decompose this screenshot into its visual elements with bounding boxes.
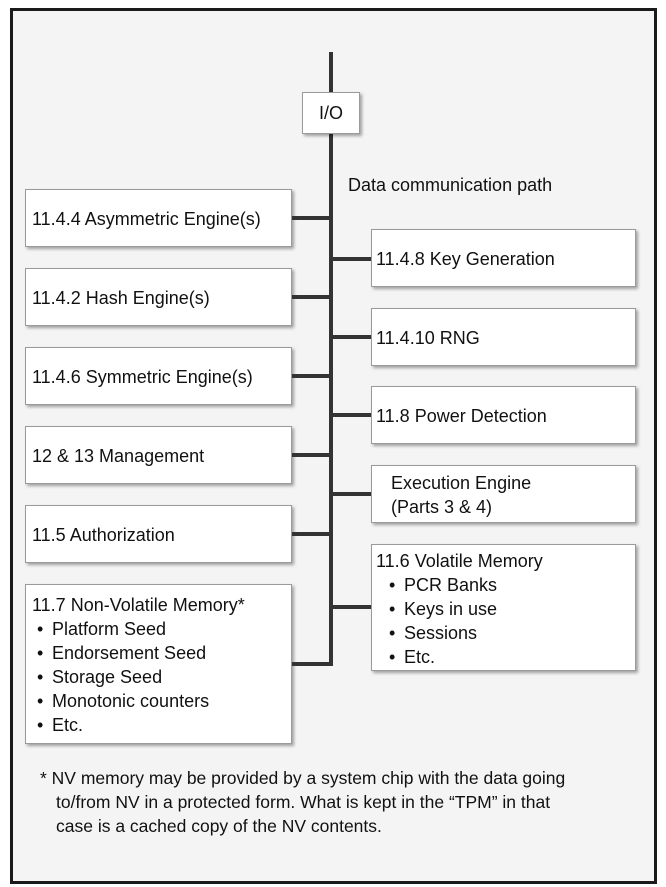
data-bus-line bbox=[329, 52, 333, 666]
power-detection-box: 11.8 Power Detection bbox=[371, 386, 636, 444]
symmetric-engine-box: 11.4.6 Symmetric Engine(s) bbox=[25, 347, 292, 405]
list-item: Platform Seed bbox=[32, 617, 291, 641]
non-volatile-memory-list: Platform Seed Endorsement Seed Storage S… bbox=[32, 617, 291, 737]
list-item: Sessions bbox=[384, 621, 635, 645]
bus-label: Data communication path bbox=[348, 175, 553, 195]
execution-engine-title: Execution Engine bbox=[391, 473, 532, 493]
hash-engine-title: 11.4.2 Hash Engine(s) bbox=[32, 288, 210, 308]
non-volatile-memory-connector bbox=[292, 662, 332, 666]
power-detection-title: 11.8 Power Detection bbox=[376, 406, 547, 426]
list-item: Storage Seed bbox=[32, 665, 291, 689]
symmetric-engine-title: 11.4.6 Symmetric Engine(s) bbox=[32, 367, 253, 387]
io-box: I/O bbox=[302, 92, 360, 134]
list-item: PCR Banks bbox=[384, 573, 635, 597]
list-item: Etc. bbox=[384, 645, 635, 669]
volatile-memory-title: 11.6 Volatile Memory bbox=[376, 551, 543, 571]
symmetric-engine-connector bbox=[292, 374, 332, 378]
management-title: 12 & 13 Management bbox=[32, 446, 205, 466]
list-item: Etc. bbox=[32, 713, 291, 737]
authorization-box: 11.5 Authorization bbox=[25, 505, 292, 563]
footnote: * NV memory may be provided by a system … bbox=[40, 766, 640, 838]
volatile-memory-list: PCR Banks Keys in use Sessions Etc. bbox=[376, 573, 635, 669]
execution-engine-box: Execution Engine (Parts 3 & 4) bbox=[371, 465, 636, 523]
asymmetric-engine-box: 11.4.4 Asymmetric Engine(s) bbox=[25, 189, 292, 247]
footnote-line: * NV memory may be provided by a system … bbox=[40, 768, 566, 788]
footnote-line: case is a cached copy of the NV contents… bbox=[56, 816, 382, 836]
authorization-title: 11.5 Authorization bbox=[32, 525, 175, 545]
execution-engine-connector bbox=[329, 492, 371, 496]
power-detection-connector bbox=[329, 413, 371, 417]
asymmetric-engine-title: 11.4.4 Asymmetric Engine(s) bbox=[32, 209, 261, 229]
non-volatile-memory-title: 11.7 Non-Volatile Memory* bbox=[32, 595, 245, 615]
execution-engine-subtitle: (Parts 3 & 4) bbox=[391, 497, 493, 517]
list-item: Endorsement Seed bbox=[32, 641, 291, 665]
footnote-line: to/from NV in a protected form. What is … bbox=[56, 792, 551, 812]
key-generation-title: 11.4.8 Key Generation bbox=[376, 249, 555, 269]
io-label: I/O bbox=[318, 103, 343, 123]
authorization-connector bbox=[292, 532, 332, 536]
non-volatile-memory-box: 11.7 Non-Volatile Memory* Platform Seed … bbox=[25, 584, 292, 744]
key-generation-connector bbox=[329, 257, 371, 261]
rng-connector bbox=[329, 335, 371, 339]
volatile-memory-box: 11.6 Volatile Memory PCR Banks Keys in u… bbox=[371, 544, 636, 671]
list-item: Keys in use bbox=[384, 597, 635, 621]
hash-engine-box: 11.4.2 Hash Engine(s) bbox=[25, 268, 292, 326]
management-box: 12 & 13 Management bbox=[25, 426, 292, 484]
hash-engine-connector bbox=[292, 295, 332, 299]
key-generation-box: 11.4.8 Key Generation bbox=[371, 229, 636, 287]
list-item: Monotonic counters bbox=[32, 689, 291, 713]
asymmetric-engine-connector bbox=[292, 216, 332, 220]
rng-title: 11.4.10 RNG bbox=[376, 328, 480, 348]
volatile-memory-connector bbox=[329, 605, 371, 609]
management-connector bbox=[292, 453, 332, 457]
rng-box: 11.4.10 RNG bbox=[371, 308, 636, 366]
